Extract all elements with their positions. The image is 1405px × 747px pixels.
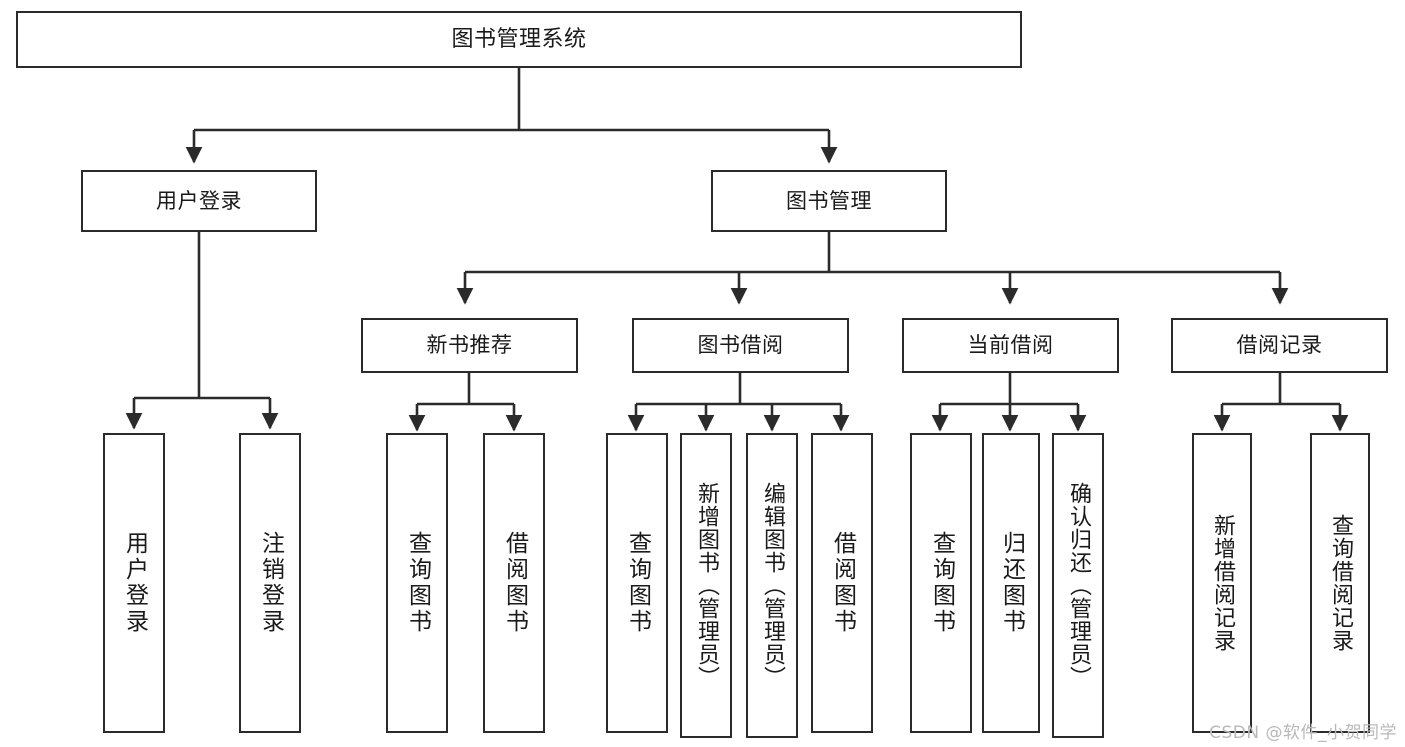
node-leaf-return-book[interactable]: 归还图书 <box>982 433 1040 733</box>
node-user-login[interactable]: 用户登录 <box>81 170 317 232</box>
node-label: 查询借阅记录 <box>1328 514 1353 652</box>
node-label: 图书借阅 <box>697 333 784 358</box>
node-book-borrow[interactable]: 图书借阅 <box>632 318 849 373</box>
node-label: 借阅记录 <box>1236 333 1323 358</box>
node-leaf-query-book-2[interactable]: 查询图书 <box>606 433 668 733</box>
node-label: 用户登录 <box>156 188 242 213</box>
node-label: 查询图书 <box>624 531 651 635</box>
node-leaf-user-logout[interactable]: 注销登录 <box>239 433 301 733</box>
node-label: 图书管理 <box>786 188 872 213</box>
node-label: 确认归还（管理员） <box>1066 482 1091 689</box>
node-label: 新增借阅记录 <box>1210 514 1235 652</box>
node-root-system[interactable]: 图书管理系统 <box>16 11 1022 68</box>
node-label: 归还图书 <box>998 531 1025 635</box>
node-label: 新书推荐 <box>426 333 513 358</box>
node-label: 借阅图书 <box>501 531 528 635</box>
node-leaf-add-book[interactable]: 新增图书（管理员） <box>680 433 732 738</box>
node-label: 用户登录 <box>121 531 148 635</box>
node-leaf-borrow-book-1[interactable]: 借阅图书 <box>483 433 545 733</box>
node-leaf-borrow-book-2[interactable]: 借阅图书 <box>811 433 873 733</box>
csdn-watermark: CSDN @软件_小贺同学 <box>1209 723 1397 743</box>
node-label: 图书管理系统 <box>451 26 587 52</box>
node-borrow-record[interactable]: 借阅记录 <box>1171 318 1388 373</box>
node-label: 编辑图书（管理员） <box>760 482 785 689</box>
node-leaf-query-book-3[interactable]: 查询图书 <box>910 433 972 733</box>
node-new-book-recommend[interactable]: 新书推荐 <box>361 318 578 373</box>
node-leaf-edit-book[interactable]: 编辑图书（管理员） <box>746 433 798 738</box>
node-book-manage[interactable]: 图书管理 <box>711 170 947 232</box>
node-leaf-add-record[interactable]: 新增借阅记录 <box>1192 433 1252 733</box>
node-leaf-query-record[interactable]: 查询借阅记录 <box>1310 433 1370 733</box>
node-label: 当前借阅 <box>967 333 1054 358</box>
node-label: 查询图书 <box>928 531 955 635</box>
node-label: 查询图书 <box>404 531 431 635</box>
node-leaf-query-book-1[interactable]: 查询图书 <box>386 433 448 733</box>
node-label: 注销登录 <box>257 531 284 635</box>
node-label: 借阅图书 <box>829 531 856 635</box>
node-leaf-confirm-return[interactable]: 确认归还（管理员） <box>1052 433 1104 738</box>
node-leaf-user-login[interactable]: 用户登录 <box>103 433 165 733</box>
node-label: 新增图书（管理员） <box>694 482 719 689</box>
node-current-borrow[interactable]: 当前借阅 <box>902 318 1119 373</box>
